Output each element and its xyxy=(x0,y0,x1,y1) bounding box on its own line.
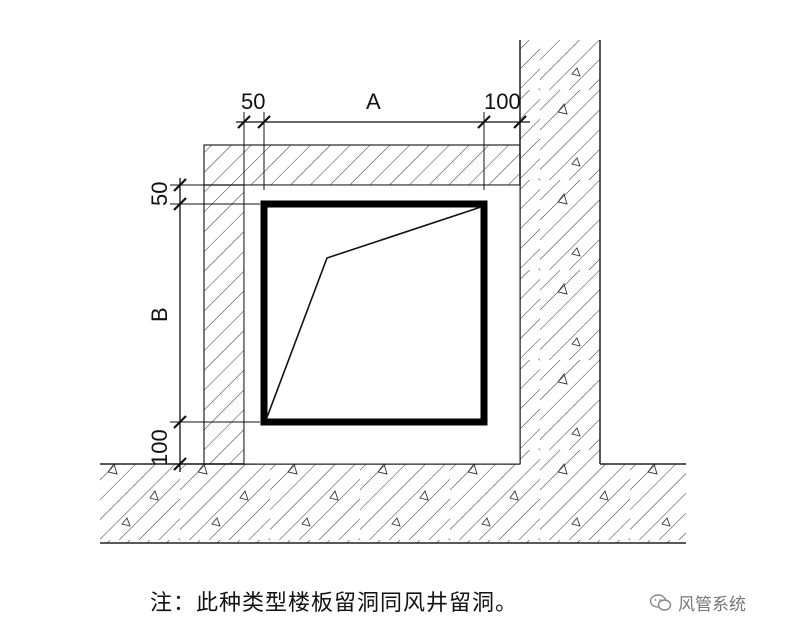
duct-section xyxy=(260,200,488,426)
left-hatched-band xyxy=(203,184,245,465)
watermark: 风管系统 xyxy=(650,590,746,615)
concrete-wall xyxy=(519,40,601,464)
dim-right-gap: 100 xyxy=(484,89,521,114)
dim-left-gap: 50 xyxy=(241,89,265,114)
horizontal-dimension: 50 A 100 xyxy=(236,89,530,190)
drawing-note: 注：此种类型楼板留洞同风井留洞。 xyxy=(150,591,519,616)
dim-bottom-gap: 100 xyxy=(147,429,172,466)
dim-top-gap: 50 xyxy=(147,182,172,206)
wechat-icon xyxy=(650,593,672,611)
dim-width: A xyxy=(366,89,381,114)
floor-slab xyxy=(100,463,686,544)
watermark-text: 风管系统 xyxy=(678,595,746,615)
top-hatched-band xyxy=(203,144,521,186)
dim-height: B xyxy=(147,307,172,322)
vertical-dimension: 50 B 100 xyxy=(147,178,260,472)
